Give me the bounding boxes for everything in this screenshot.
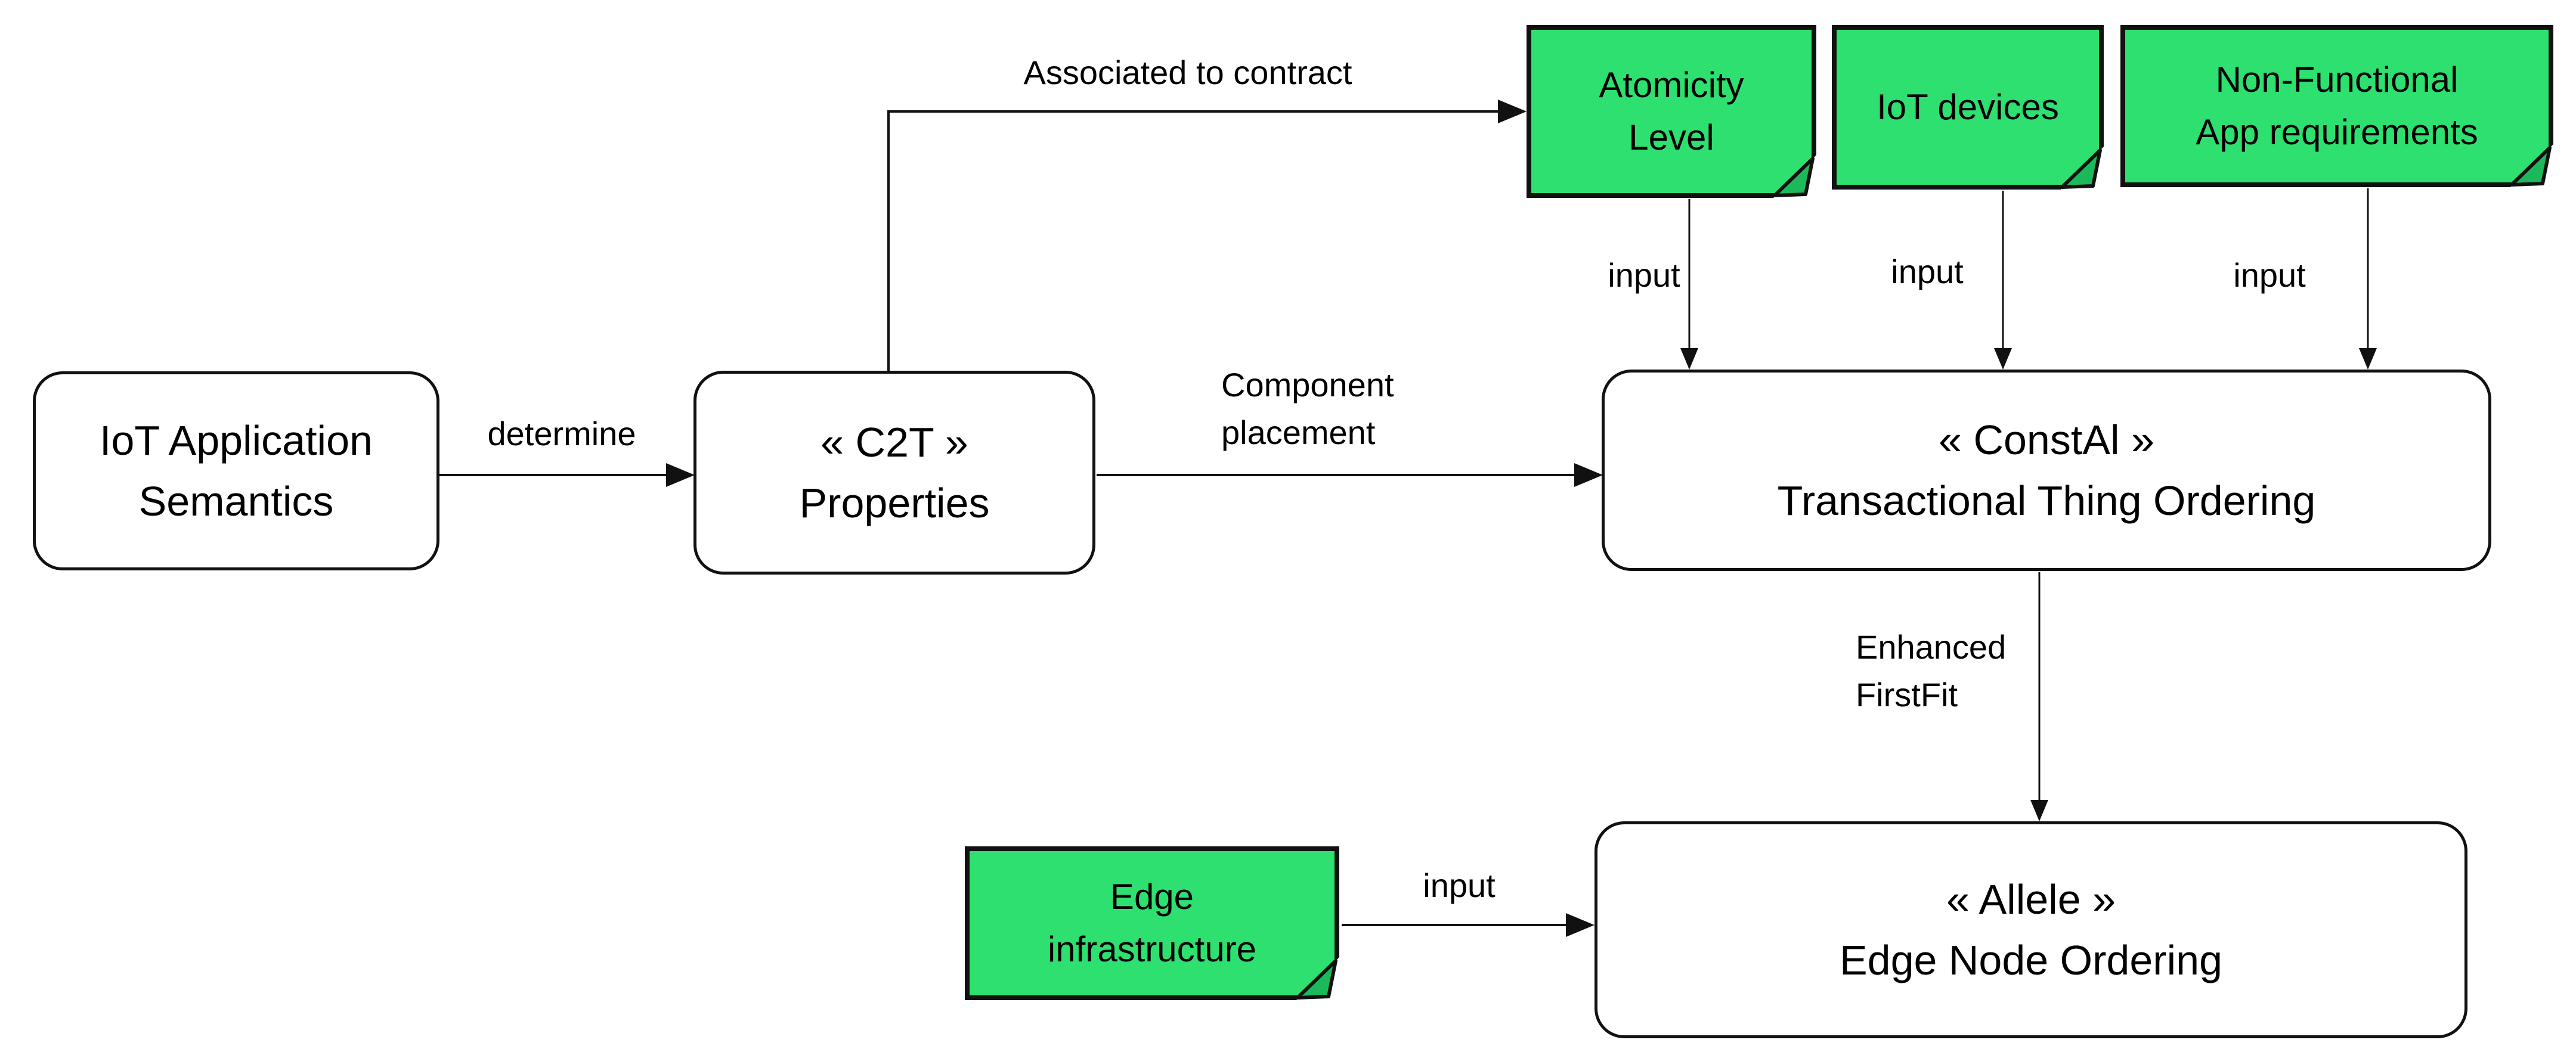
- edge-label-input-atomicity: input: [1608, 256, 1680, 294]
- node-c2t-properties: « C2T » Properties: [693, 371, 1095, 575]
- edge-label-input-nonfunctional: input: [2233, 256, 2306, 294]
- note-label-line: infrastructure: [1047, 929, 1257, 969]
- folded-corner-icon: [2061, 148, 2102, 189]
- arrow-associated-to-contract: [887, 100, 1527, 381]
- edge-label-input-edge-infra: input: [1423, 867, 1496, 904]
- note-nonfunctional-app-requirements: Non-Functional App requirements: [2120, 25, 2553, 187]
- edge-label-component-placement: Component placement: [1221, 366, 1394, 451]
- note-label-line: App requirements: [2196, 112, 2478, 152]
- node-allele-edge-node-ordering: « Allele » Edge Node Ordering: [1594, 821, 2467, 1038]
- note-label-line: Atomicity: [1599, 65, 1744, 105]
- folded-corner-icon: [1296, 959, 1337, 1000]
- node-label-line: Transactional Thing Ordering: [1777, 477, 2316, 524]
- node-iot-application-semantics: IoT Application Semantics: [33, 371, 439, 570]
- note-label-line: Edge: [1110, 877, 1194, 917]
- node-label-line: Edge Node Ordering: [1839, 937, 2223, 983]
- edge-label-enhanced-firstfit: Enhanced FirstFit: [1856, 628, 2007, 713]
- node-label-line: « Allele »: [1946, 876, 2116, 923]
- note-atomicity-level: Atomicity Level: [1527, 25, 1816, 198]
- edge-label-determine: determine: [487, 415, 636, 452]
- edge-label-input-iot-devices: input: [1891, 253, 1964, 290]
- node-label-line: Semantics: [138, 478, 334, 524]
- node-constal-transactional-thing-ordering: « ConstAl » Transactional Thing Ordering: [1602, 370, 2491, 571]
- folded-corner-icon: [2510, 146, 2552, 187]
- edge-label-associated-to-contract: Associated to contract: [1023, 54, 1352, 91]
- node-label-line: « ConstAl »: [1939, 417, 2154, 463]
- note-iot-devices: IoT devices: [1832, 25, 2104, 190]
- note-label-line: IoT devices: [1877, 87, 2059, 127]
- node-label-line: Properties: [799, 480, 990, 526]
- note-edge-infrastructure: Edge infrastructure: [965, 846, 1339, 1000]
- node-label-line: « C2T »: [821, 419, 968, 465]
- note-label-line: Non-Functional: [2215, 60, 2459, 100]
- note-label-line: Level: [1628, 117, 1714, 157]
- folded-corner-icon: [1773, 157, 1815, 197]
- node-label-line: IoT Application: [100, 417, 373, 464]
